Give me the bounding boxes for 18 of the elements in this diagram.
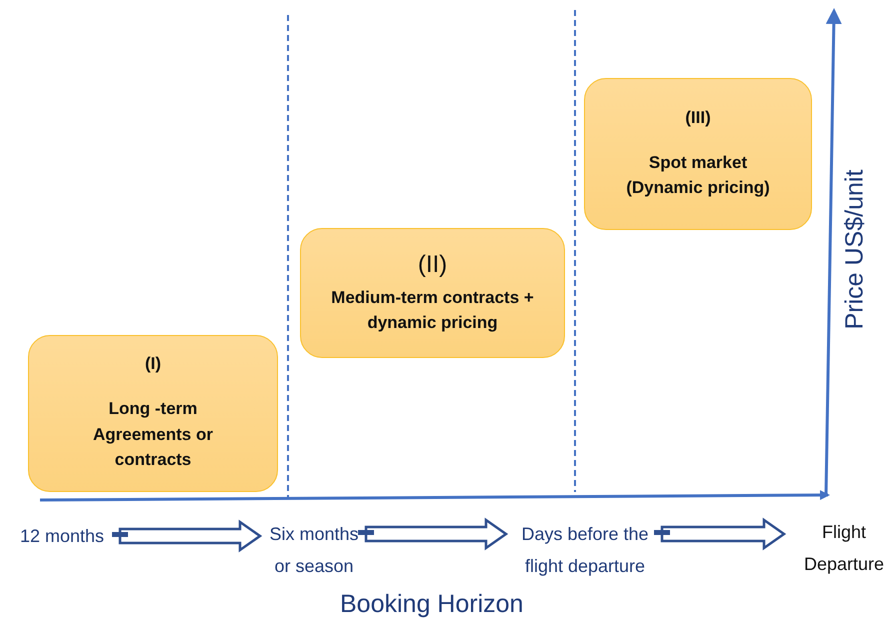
- phase-description: Long -term Agreements or contracts: [92, 398, 214, 472]
- phase-number: (II): [418, 250, 448, 278]
- phase-box: [300, 228, 565, 358]
- timeline-label: 12 months: [6, 520, 118, 552]
- phase-box: [28, 335, 278, 492]
- phase-box: [584, 78, 812, 230]
- timeline-label: Flight Departure: [788, 516, 896, 580]
- phase-description: Medium-term contracts + dynamic pricing: [330, 286, 535, 334]
- block-arrow: [654, 518, 786, 550]
- timeline-label: Days before the flight departure: [510, 518, 660, 582]
- phase-description: Spot market (Dynamic pricing): [625, 152, 771, 199]
- axis-title: Booking Horizon: [340, 590, 524, 619]
- block-arrow: [112, 520, 262, 552]
- timeline-label: Six months or season: [264, 518, 364, 582]
- block-arrow: [358, 518, 508, 550]
- phase-number: (III): [685, 108, 711, 128]
- phase-number: (I): [144, 354, 162, 374]
- axis-title: Price US$/unit: [840, 170, 870, 330]
